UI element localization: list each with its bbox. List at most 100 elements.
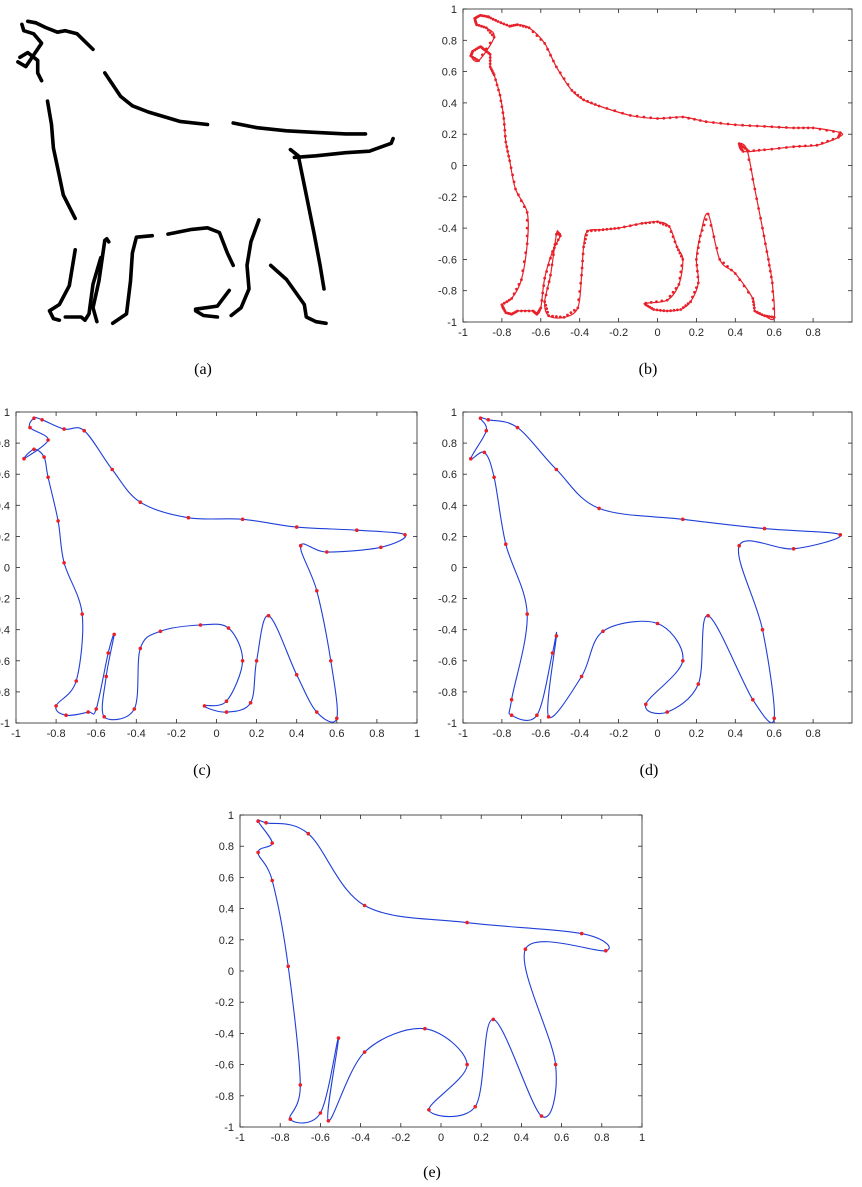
data-point <box>733 123 737 127</box>
sketch-stroke <box>45 99 77 221</box>
data-point <box>517 283 521 286</box>
data-point <box>502 301 506 305</box>
control-point <box>46 475 50 480</box>
control-point <box>270 878 275 883</box>
data-point <box>549 273 552 277</box>
data-point <box>693 290 696 294</box>
control-point <box>82 428 86 433</box>
data-point <box>556 238 560 242</box>
data-point <box>576 93 580 97</box>
y-tick-label: 1 <box>451 4 457 16</box>
control-point <box>478 416 483 421</box>
control-point <box>326 1119 331 1123</box>
data-point <box>512 292 516 296</box>
data-point <box>726 265 729 268</box>
control-point <box>604 948 608 953</box>
data-point <box>649 116 653 120</box>
data-point <box>597 228 601 232</box>
data-point <box>785 146 788 149</box>
data-point <box>543 42 547 45</box>
data-point <box>484 47 488 51</box>
caption-d: (d) <box>640 762 659 779</box>
data-point <box>486 28 490 32</box>
control-point <box>336 1036 341 1040</box>
control-point <box>22 456 26 461</box>
axes-box <box>462 8 853 323</box>
data-point <box>551 250 554 254</box>
data-point <box>628 114 632 117</box>
y-tick-label: -0.6 <box>438 254 457 266</box>
data-point <box>765 250 769 254</box>
data-point <box>503 134 507 138</box>
data-point <box>675 116 678 119</box>
control-point <box>523 947 528 951</box>
data-point <box>753 309 757 313</box>
control-point <box>315 710 319 714</box>
y-tick-label: -0.2 <box>0 594 10 606</box>
data-point <box>580 273 583 277</box>
data-point <box>579 281 583 285</box>
data-point <box>696 252 699 255</box>
y-tick-label: -0.6 <box>0 656 10 668</box>
control-point <box>298 543 303 548</box>
data-point <box>555 315 558 318</box>
series-curve <box>470 416 841 724</box>
data-point <box>763 314 766 318</box>
control-point <box>42 455 46 459</box>
data-point <box>676 308 679 312</box>
data-point <box>489 16 493 20</box>
data-point <box>558 315 562 319</box>
data-point <box>558 234 562 238</box>
data-point <box>521 269 525 273</box>
data-point <box>757 207 760 210</box>
control-point <box>550 651 555 655</box>
data-point <box>520 278 523 282</box>
data-point <box>751 300 755 304</box>
data-point <box>558 71 562 75</box>
data-point <box>617 226 620 230</box>
x-tick-label: 0.4 <box>728 327 743 339</box>
x-tick-label: 0.6 <box>767 327 782 339</box>
control-point <box>379 545 383 550</box>
data-point <box>605 107 609 110</box>
sketch-stroke <box>110 233 154 326</box>
data-point <box>722 261 725 265</box>
control-point <box>158 629 163 634</box>
data-point <box>671 290 675 294</box>
control-point <box>482 450 487 455</box>
data-point <box>743 146 747 150</box>
data-point <box>785 126 788 129</box>
control-point <box>491 1017 496 1022</box>
x-tick-label: 0 <box>438 1132 444 1144</box>
control-point <box>655 621 660 626</box>
x-tick-label: -0.2 <box>609 327 628 339</box>
x-tick-label: -0.8 <box>47 728 66 740</box>
data-point <box>719 121 723 125</box>
data-point <box>527 26 531 30</box>
control-point <box>56 519 60 523</box>
control-point <box>706 613 710 618</box>
control-point <box>132 707 137 711</box>
data-point <box>590 101 593 105</box>
caption-b: (b) <box>639 361 658 378</box>
data-point <box>586 99 589 103</box>
data-point <box>771 290 775 293</box>
data-point <box>660 299 664 303</box>
data-point <box>621 111 624 115</box>
data-point <box>668 294 672 298</box>
data-point <box>826 139 830 143</box>
control-point <box>32 416 36 421</box>
data-point <box>488 65 492 69</box>
data-point <box>545 307 548 311</box>
data-point <box>580 266 584 270</box>
data-point <box>763 125 766 128</box>
y-tick-label: 0.2 <box>0 531 10 543</box>
data-point <box>677 248 680 252</box>
data-point <box>504 140 508 144</box>
y-tick-label: 0.8 <box>0 438 10 450</box>
data-point <box>696 246 700 250</box>
y-tick-label: -0.4 <box>215 1028 234 1040</box>
data-point <box>503 128 507 132</box>
data-point <box>491 17 495 21</box>
control-point <box>791 547 796 551</box>
